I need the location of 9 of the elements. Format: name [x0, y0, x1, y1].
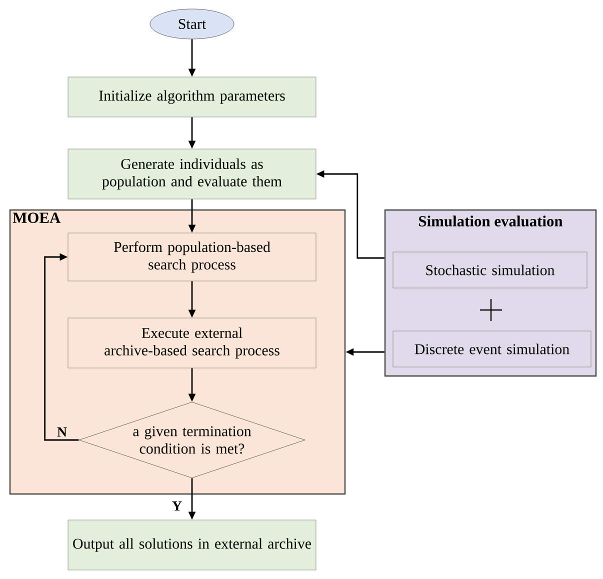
arrow: [44, 253, 79, 441]
process-box: Generate individuals as population and evaluate them: [68, 148, 316, 200]
edge-label: Y: [170, 500, 184, 512]
process-box: Execute external archive-based search process: [68, 318, 316, 368]
process-box: Perform population-based search process: [68, 232, 316, 282]
process-box: Output all solutions in external archive: [68, 520, 316, 570]
process-box: Stochastic simulation: [392, 252, 588, 288]
process-box: Initialize algorithm parameters: [68, 76, 316, 118]
process-box: Discrete event simulation: [392, 330, 592, 368]
